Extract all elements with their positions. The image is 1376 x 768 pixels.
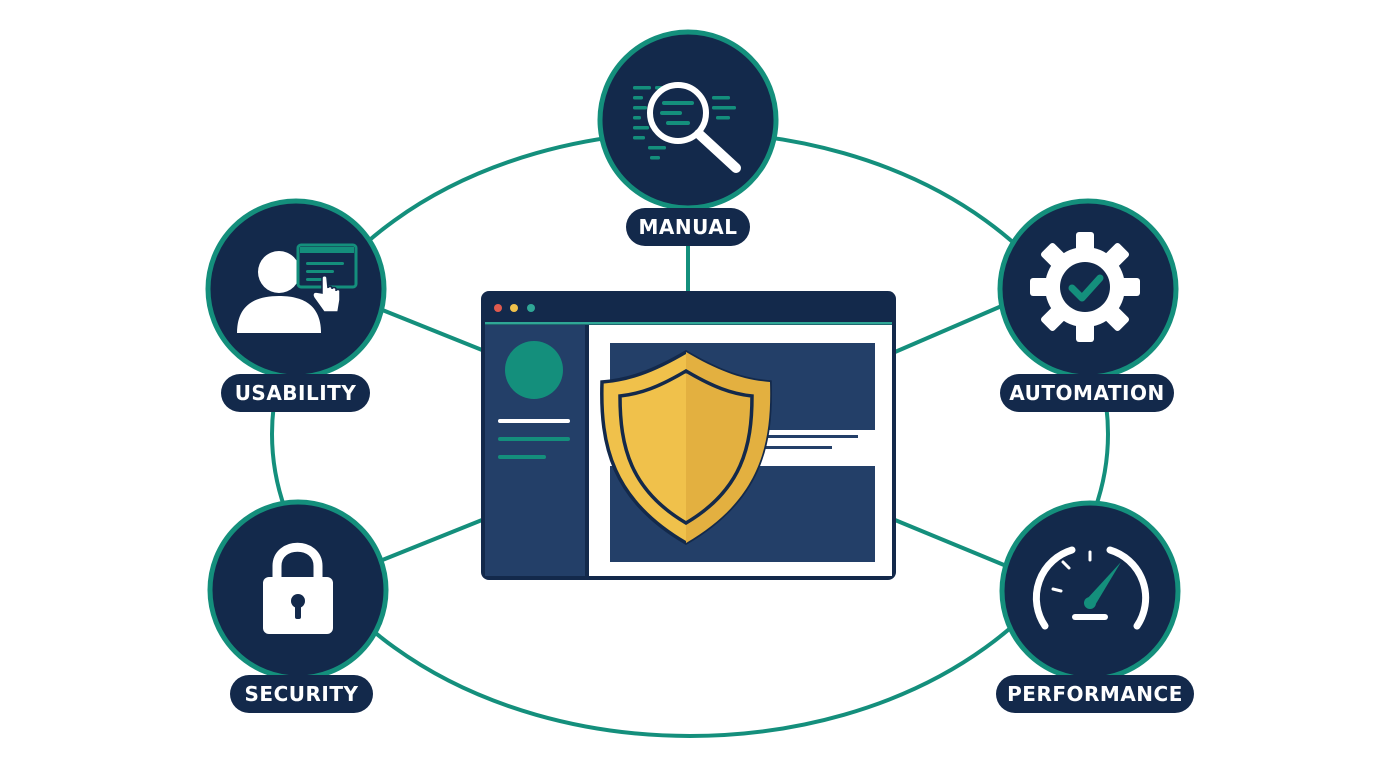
user-pointer-icon (237, 243, 358, 333)
node-security (207, 499, 389, 681)
label-manual: MANUAL (626, 208, 750, 246)
node-automation (997, 198, 1179, 380)
sidebar-line (498, 437, 570, 441)
node-usability (205, 198, 387, 380)
padlock-icon (263, 542, 333, 634)
sidebar-line (498, 455, 546, 459)
node-circle (205, 198, 387, 380)
magnifier-code-icon (633, 82, 741, 173)
node-circle (999, 500, 1181, 682)
connector-usability (369, 303, 483, 352)
window-dot-red (494, 304, 502, 312)
window-dot-yellow (510, 304, 518, 312)
label-performance: PERFORMANCE (996, 675, 1194, 713)
sidebar-line (498, 419, 570, 423)
connector-automation (894, 303, 1005, 354)
connector-security (369, 518, 483, 567)
speedometer-icon (1032, 546, 1150, 630)
window-dot-green (527, 304, 535, 312)
connectors (369, 244, 1005, 567)
browser-shield-icon (481, 291, 896, 580)
label-automation: AUTOMATION (1000, 374, 1174, 412)
label-usability: USABILITY (221, 374, 370, 412)
sidebar-avatar (505, 341, 563, 399)
node-performance (999, 500, 1181, 682)
browser-divider (485, 322, 892, 325)
shield-shade (686, 352, 771, 543)
node-manual (597, 29, 779, 211)
shield-inner-outline (618, 368, 754, 526)
label-security: SECURITY (230, 675, 373, 713)
gear-check-icon (1030, 232, 1140, 342)
connector-performance (894, 518, 1005, 567)
